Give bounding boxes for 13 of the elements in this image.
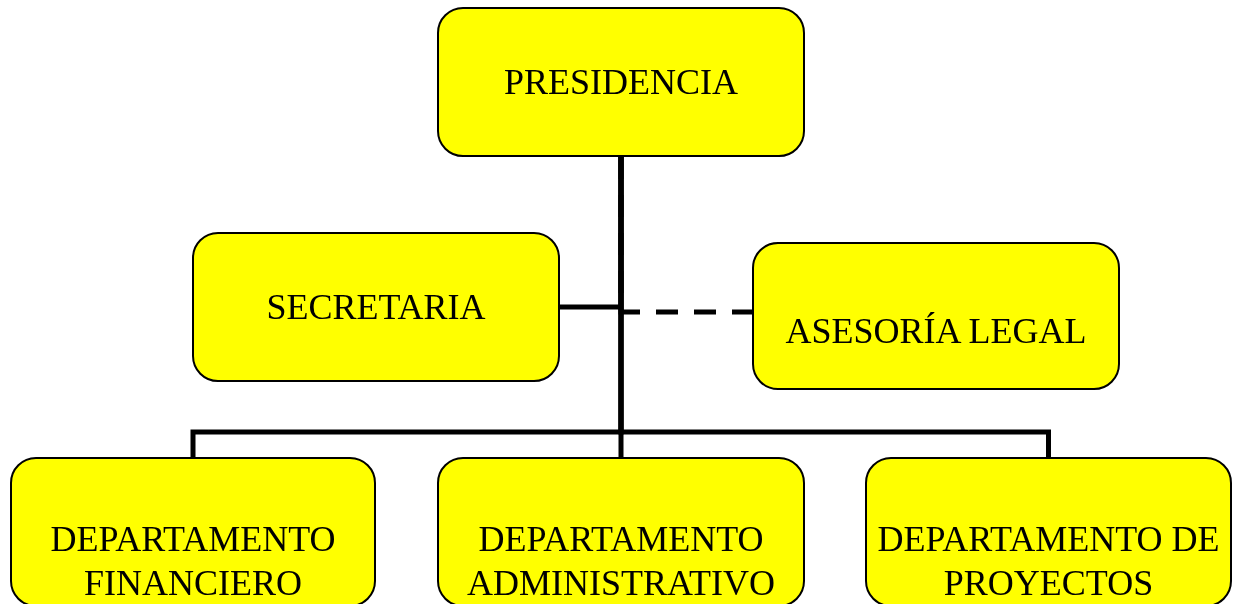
box-label: SECRETARIA [265,286,487,329]
box-label: ASESORÍA LEGAL [784,310,1088,353]
org-box [10,457,376,604]
box-label: DEPARTAMENTO FINANCIERO [49,518,337,604]
box-label: DEPARTAMENTO ADMINISTRATIVO [466,518,776,604]
org-box [192,232,560,382]
connector-line [618,157,1051,457]
org-box [437,7,805,157]
org-box [752,242,1120,390]
org-box [865,457,1232,604]
box-label: DEPARTAMENTO DE PROYECTOS [876,518,1221,604]
box-label: PRESIDENCIA [503,61,739,104]
org-box [437,457,805,604]
